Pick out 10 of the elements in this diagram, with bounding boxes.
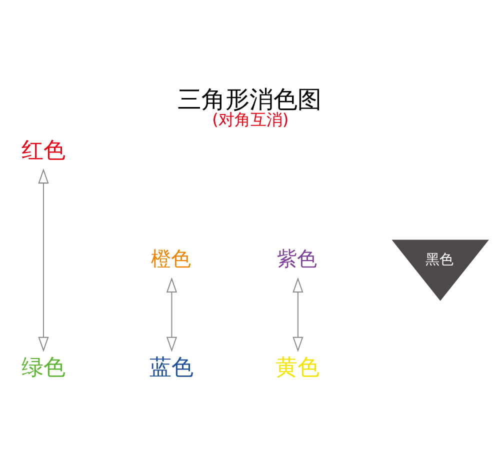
caption: (对角互消) <box>212 110 288 130</box>
node-text: 黄色 <box>275 354 320 380</box>
arrow <box>292 277 303 352</box>
node-text: 橙色 <box>150 246 191 270</box>
arrow <box>38 168 48 352</box>
node-text: 绿色 <box>20 354 65 380</box>
node-text: 蓝色 <box>149 354 194 380</box>
node-text: 红色 <box>20 137 65 164</box>
arrow <box>166 277 177 352</box>
node-text: 紫色 <box>276 246 317 270</box>
